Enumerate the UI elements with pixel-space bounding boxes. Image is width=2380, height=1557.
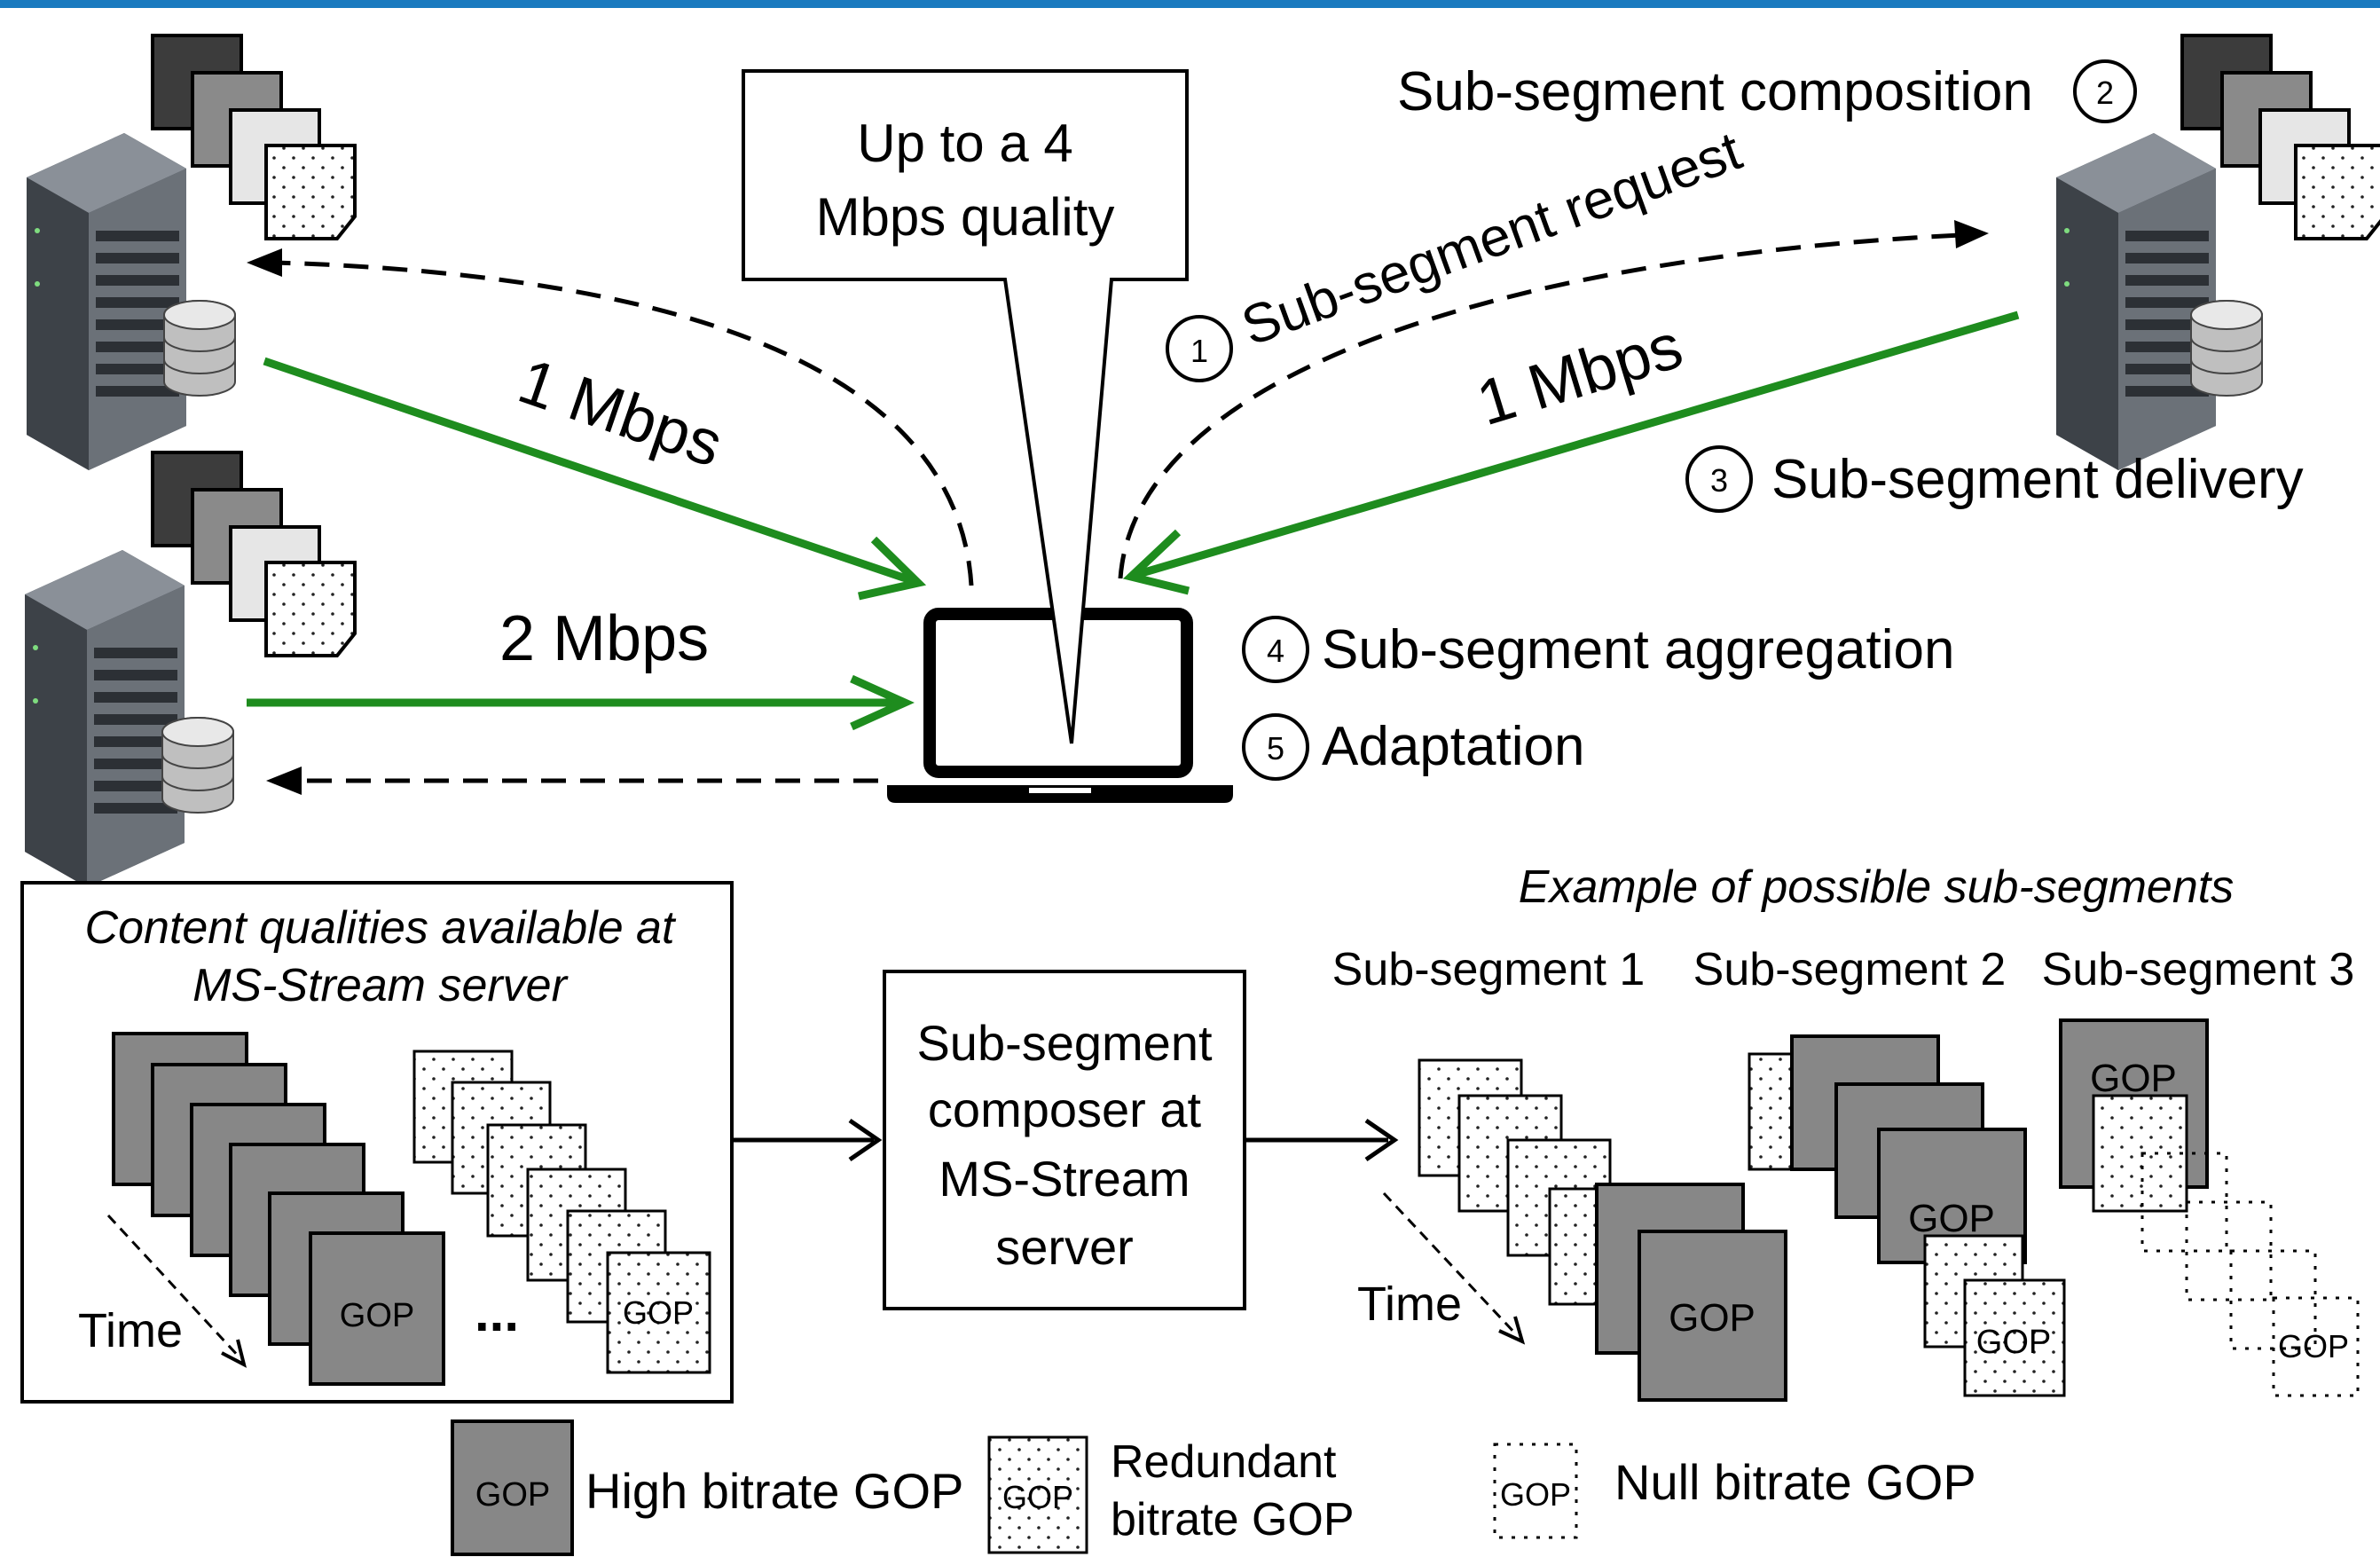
database-icon — [2190, 300, 2263, 397]
content-title-line1: Content qualities available at — [85, 902, 677, 954]
gop-label-null: GOP — [2278, 1328, 2349, 1364]
legend-gop-high: GOP — [475, 1476, 550, 1514]
step-3: 3 Sub-segment delivery — [1685, 445, 2304, 513]
content-title-line2: MS-Stream server — [192, 960, 569, 1011]
gop-label: GOP — [2090, 1057, 2177, 1100]
step-2-number: 2 — [2096, 75, 2114, 111]
server-left-top — [27, 34, 357, 470]
step-4-label: Sub-segment aggregation — [1322, 619, 1954, 680]
sub-segment-1-label: Sub-segment 1 — [1332, 944, 1646, 995]
legend-null-label: Null bitrate GOP — [1614, 1454, 1976, 1510]
step-2-label: Sub-segment composition — [1397, 61, 2033, 122]
server-icon — [27, 133, 186, 470]
callout-line2: Mbps quality — [816, 187, 1115, 247]
gop-label-redundant: GOP — [623, 1294, 694, 1331]
sub-segment-1: GOP Time — [1357, 1058, 1787, 1402]
legend: GOP High bitrate GOP GOP Redundant bitra… — [451, 1419, 1976, 1556]
sub-segment-2: GOP GOP — [1748, 1034, 2066, 1397]
server-left-bottom — [25, 451, 357, 887]
top-accent-bar — [0, 0, 2380, 8]
server-icon — [2056, 133, 2216, 470]
time-label-examples: Time — [1357, 1278, 1462, 1331]
redundant-gop-stack — [412, 1050, 711, 1374]
content-qualities-box: Content qualities available at MS-Stream… — [20, 881, 734, 1404]
step-5-label: Adaptation — [1322, 716, 1584, 777]
rate-left-top: 1 Mbps — [510, 345, 731, 481]
arrow-from-composer-head — [1364, 1118, 1399, 1162]
sub-segment-3-label: Sub-segment 3 — [2042, 944, 2355, 995]
callout-line1: Up to a 4 — [857, 114, 1073, 173]
laptop-icon — [887, 608, 1233, 803]
sub-segment-2-label: Sub-segment 2 — [1693, 944, 2007, 995]
legend-gop-null: GOP — [1500, 1476, 1571, 1513]
composer-line4: server — [995, 1219, 1134, 1275]
legend-null-swatch — [1493, 1443, 1578, 1539]
dashed-arrowheads — [247, 220, 1989, 795]
quality-callout: Up to a 4 Mbps quality — [742, 69, 1189, 744]
step-3-number: 3 — [1710, 462, 1728, 499]
gop-label: GOP — [1669, 1296, 1756, 1340]
gop-label: GOP — [340, 1297, 414, 1334]
database-icon — [161, 717, 234, 814]
dashed-request-links — [274, 232, 1961, 783]
database-icon — [163, 300, 236, 397]
server-icon — [25, 550, 185, 887]
time-label: Time — [78, 1304, 183, 1357]
rate-left-bottom: 2 Mbps — [499, 603, 709, 674]
legend-high-label: High bitrate GOP — [585, 1463, 963, 1519]
step-2: Sub-segment composition 2 — [1397, 59, 2137, 123]
sub-segment-3: GOP GOP — [2059, 1018, 2360, 1397]
legend-high-swatch — [451, 1419, 574, 1556]
examples-title: Example of possible sub-segments — [1519, 861, 2234, 913]
step-4-number: 4 — [1267, 633, 1284, 669]
composer-line3: MS-Stream — [939, 1151, 1190, 1207]
gop-label: GOP — [1908, 1197, 1995, 1240]
composer-line2: composer at — [928, 1081, 1202, 1137]
legend-redundant-swatch — [987, 1435, 1088, 1554]
arrow-to-composer-head — [848, 1118, 883, 1162]
legend-gop-redundant: GOP — [1002, 1479, 1073, 1515]
step-1-number: 1 — [1190, 333, 1208, 369]
step-5-number: 5 — [1267, 730, 1284, 767]
gop-label-redundant: GOP — [1976, 1324, 2051, 1361]
legend-redundant-line2: bitrate GOP — [1111, 1494, 1355, 1545]
step-3-label: Sub-segment delivery — [1771, 449, 2304, 510]
composer-box: Sub-segment composer at MS-Stream server — [883, 970, 1246, 1310]
green-data-links — [247, 311, 2020, 731]
high-gop-stack — [112, 1032, 445, 1386]
step-5: 5 Adaptation — [1242, 713, 1584, 781]
composer-line1: Sub-segment — [916, 1015, 1213, 1071]
legend-redundant-line1: Redundant — [1111, 1436, 1337, 1488]
step-4: 4 Sub-segment aggregation — [1242, 616, 1954, 683]
ellipsis: ... — [475, 1283, 519, 1342]
